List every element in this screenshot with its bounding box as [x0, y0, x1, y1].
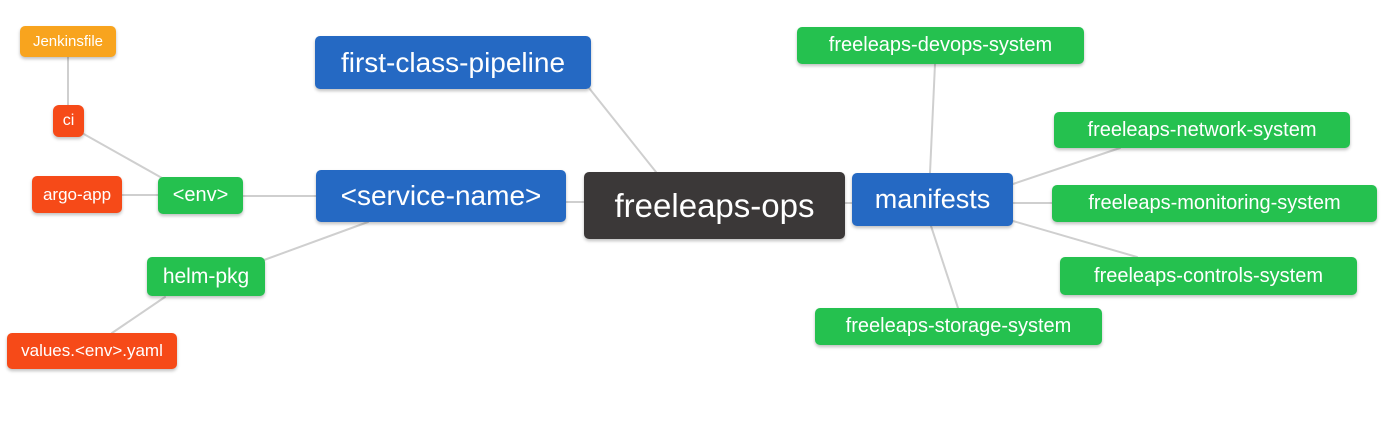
node-freeleaps-ops[interactable]: freeleaps-ops [584, 172, 845, 239]
edge-helm-pkg-service-name [263, 221, 369, 261]
edge-values-env-yaml-helm-pkg [111, 296, 166, 334]
node-freeleaps-controls-system[interactable]: freeleaps-controls-system [1060, 257, 1357, 295]
node-ci[interactable]: ci [53, 105, 84, 137]
edge-manifests-freeleaps-controls-system [1012, 220, 1138, 258]
edge-manifests-freeleaps-devops-system [929, 63, 936, 174]
node-helm-pkg[interactable]: helm-pkg [147, 257, 265, 296]
edge-first-class-pipeline-freeleaps-ops [588, 87, 657, 173]
node-values-env-yaml[interactable]: values.<env>.yaml [7, 333, 177, 369]
node-freeleaps-storage-system[interactable]: freeleaps-storage-system [815, 308, 1102, 345]
node-manifests[interactable]: manifests [852, 173, 1013, 226]
node-env[interactable]: <env> [158, 177, 243, 214]
edge-manifests-freeleaps-network-system [1012, 147, 1121, 185]
node-first-class-pipeline[interactable]: first-class-pipeline [315, 36, 591, 89]
node-service-name[interactable]: <service-name> [316, 170, 566, 222]
node-freeleaps-devops-system[interactable]: freeleaps-devops-system [797, 27, 1084, 64]
node-jenkinsfile[interactable]: Jenkinsfile [20, 26, 116, 57]
edge-ci-env [81, 132, 163, 179]
node-freeleaps-network-system[interactable]: freeleaps-network-system [1054, 112, 1350, 148]
node-freeleaps-monitoring-system[interactable]: freeleaps-monitoring-system [1052, 185, 1377, 222]
node-argo-app[interactable]: argo-app [32, 176, 122, 213]
edge-manifests-freeleaps-storage-system [930, 225, 959, 309]
